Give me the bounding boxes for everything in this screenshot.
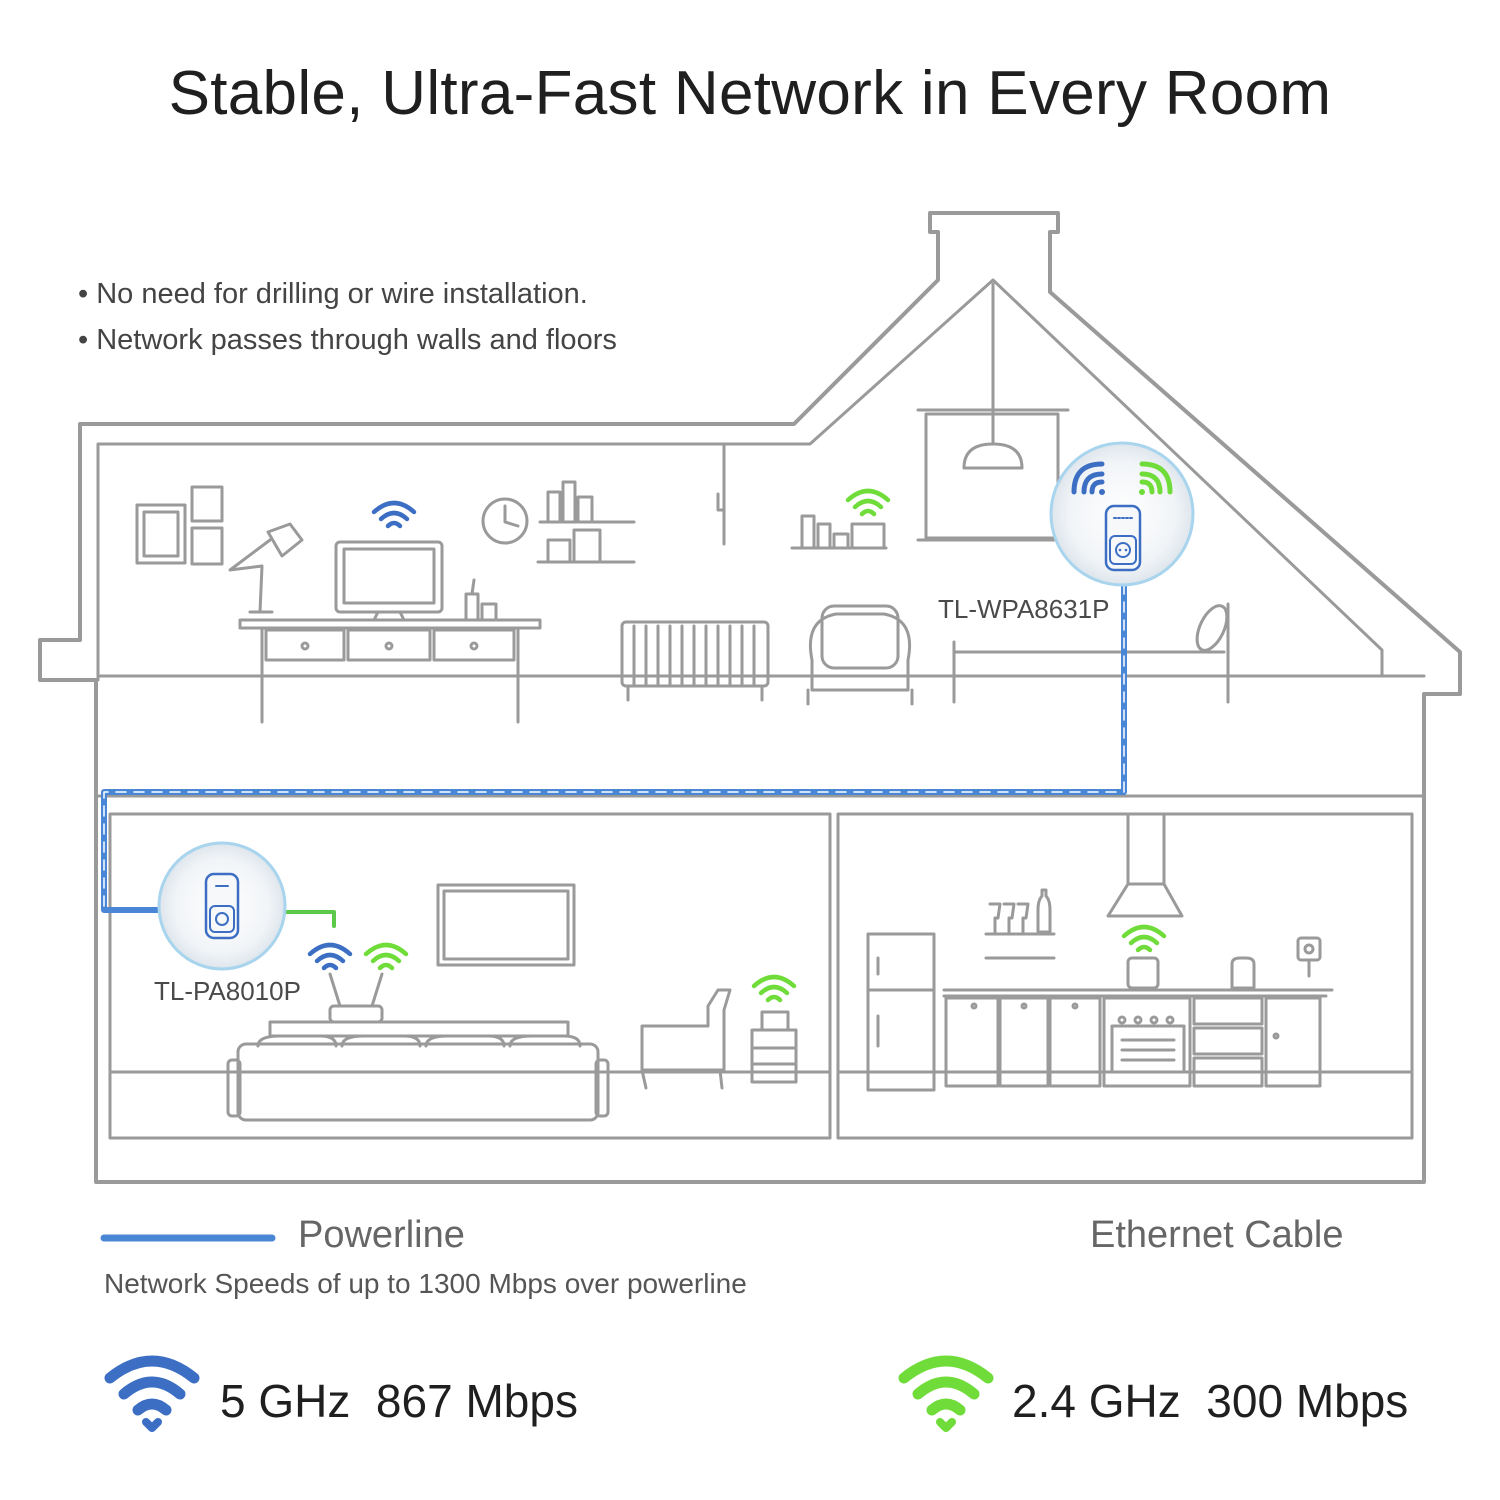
wifi-icon-5ghz — [104, 1355, 200, 1432]
wifi-icon-5ghz — [307, 500, 417, 971]
bullet-through-walls: • Network passes through walls and floor… — [78, 324, 617, 356]
device-label-upstairs: TL-WPA8631P — [938, 594, 1110, 624]
powerline-path — [101, 581, 1127, 913]
wifi-icon-24ghz — [363, 488, 1167, 1003]
device-label-downstairs: TL-PA8010P — [154, 976, 301, 1006]
speed-24ghz: 2.4 GHz 300 Mbps — [1012, 1375, 1409, 1427]
powerline-speed-note: Network Speeds of up to 1300 Mbps over p… — [104, 1268, 747, 1299]
wifi-icon-5ghz — [1071, 461, 1105, 495]
page-title: Stable, Ultra-Fast Network in Every Room — [168, 59, 1332, 128]
powerline-adapter-icon — [157, 841, 287, 971]
house-outline — [38, 211, 1462, 1184]
upstairs-furniture — [135, 282, 1230, 724]
speed-5ghz: 5 GHz 867 Mbps — [220, 1375, 578, 1427]
living-room-furniture — [226, 883, 798, 1122]
ethernet-cable-line — [284, 910, 336, 928]
legend-powerline-label: Powerline — [298, 1214, 465, 1256]
powerline-adapter-icon — [1049, 441, 1195, 587]
wifi-icon-24ghz — [898, 1355, 994, 1432]
bullet-no-drilling: • No need for drilling or wire installat… — [78, 278, 588, 310]
legend-ethernet-label: Ethernet Cable — [1090, 1214, 1344, 1256]
kitchen-furniture — [866, 812, 1334, 1092]
wifi-icon-24ghz — [1139, 461, 1173, 495]
